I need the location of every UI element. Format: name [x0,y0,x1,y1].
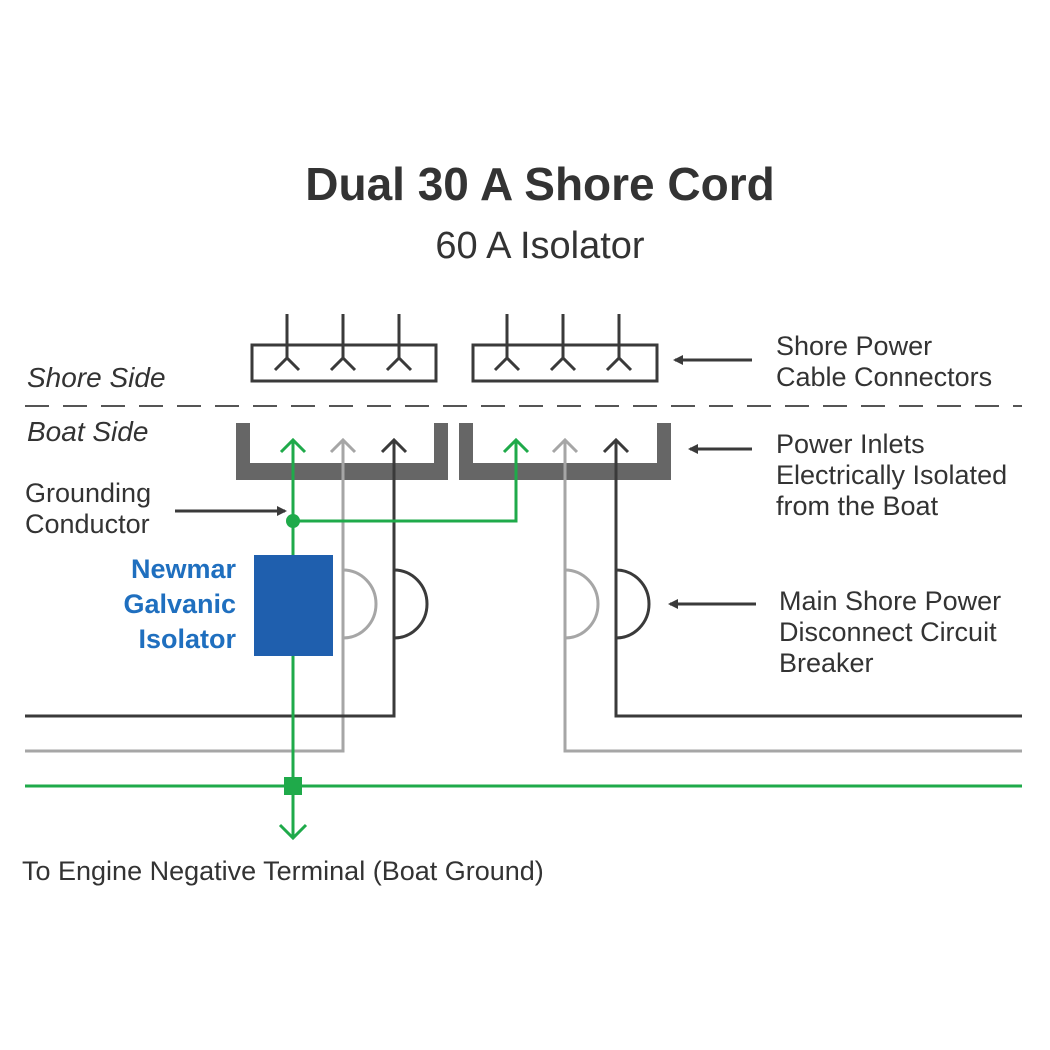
shore-connector-right [471,314,659,383]
diagram-subtitle: 60 A Isolator [435,225,644,267]
ground-bus-junction [284,777,302,795]
grounding-label-line2: Conductor [25,509,150,539]
inlets-label-line2: Electrically Isolated [776,460,1007,490]
engine-terminal-label: To Engine Negative Terminal (Boat Ground… [22,856,544,886]
shore-connector-left [250,314,438,383]
diagram-title: Dual 30 A Shore Cord [305,158,774,210]
breaker-label-line2: Disconnect Circuit [779,617,997,647]
power-inlet-right [459,423,671,480]
isolator-label-line1: Newmar [131,554,237,584]
neutral-wires [25,437,1022,753]
inlets-label-line3: from the Boat [776,491,939,521]
connectors-label-line2: Cable Connectors [776,362,992,392]
breaker-label-line3: Breaker [779,648,874,678]
hot-wires [25,437,1022,718]
isolator-label-line2: Galvanic [123,589,236,619]
breaker-label-line1: Main Shore Power [779,586,1001,616]
boat-side-label: Boat Side [27,416,148,447]
grounding-junction-dot [286,514,300,528]
isolator-label-line3: Isolator [138,624,236,654]
connectors-label-line1: Shore Power [776,331,932,361]
grounding-label-line1: Grounding [25,478,151,508]
shore-side-label: Shore Side [27,362,166,393]
inlets-label-line1: Power Inlets [776,429,925,459]
galvanic-isolator-block [254,555,333,656]
